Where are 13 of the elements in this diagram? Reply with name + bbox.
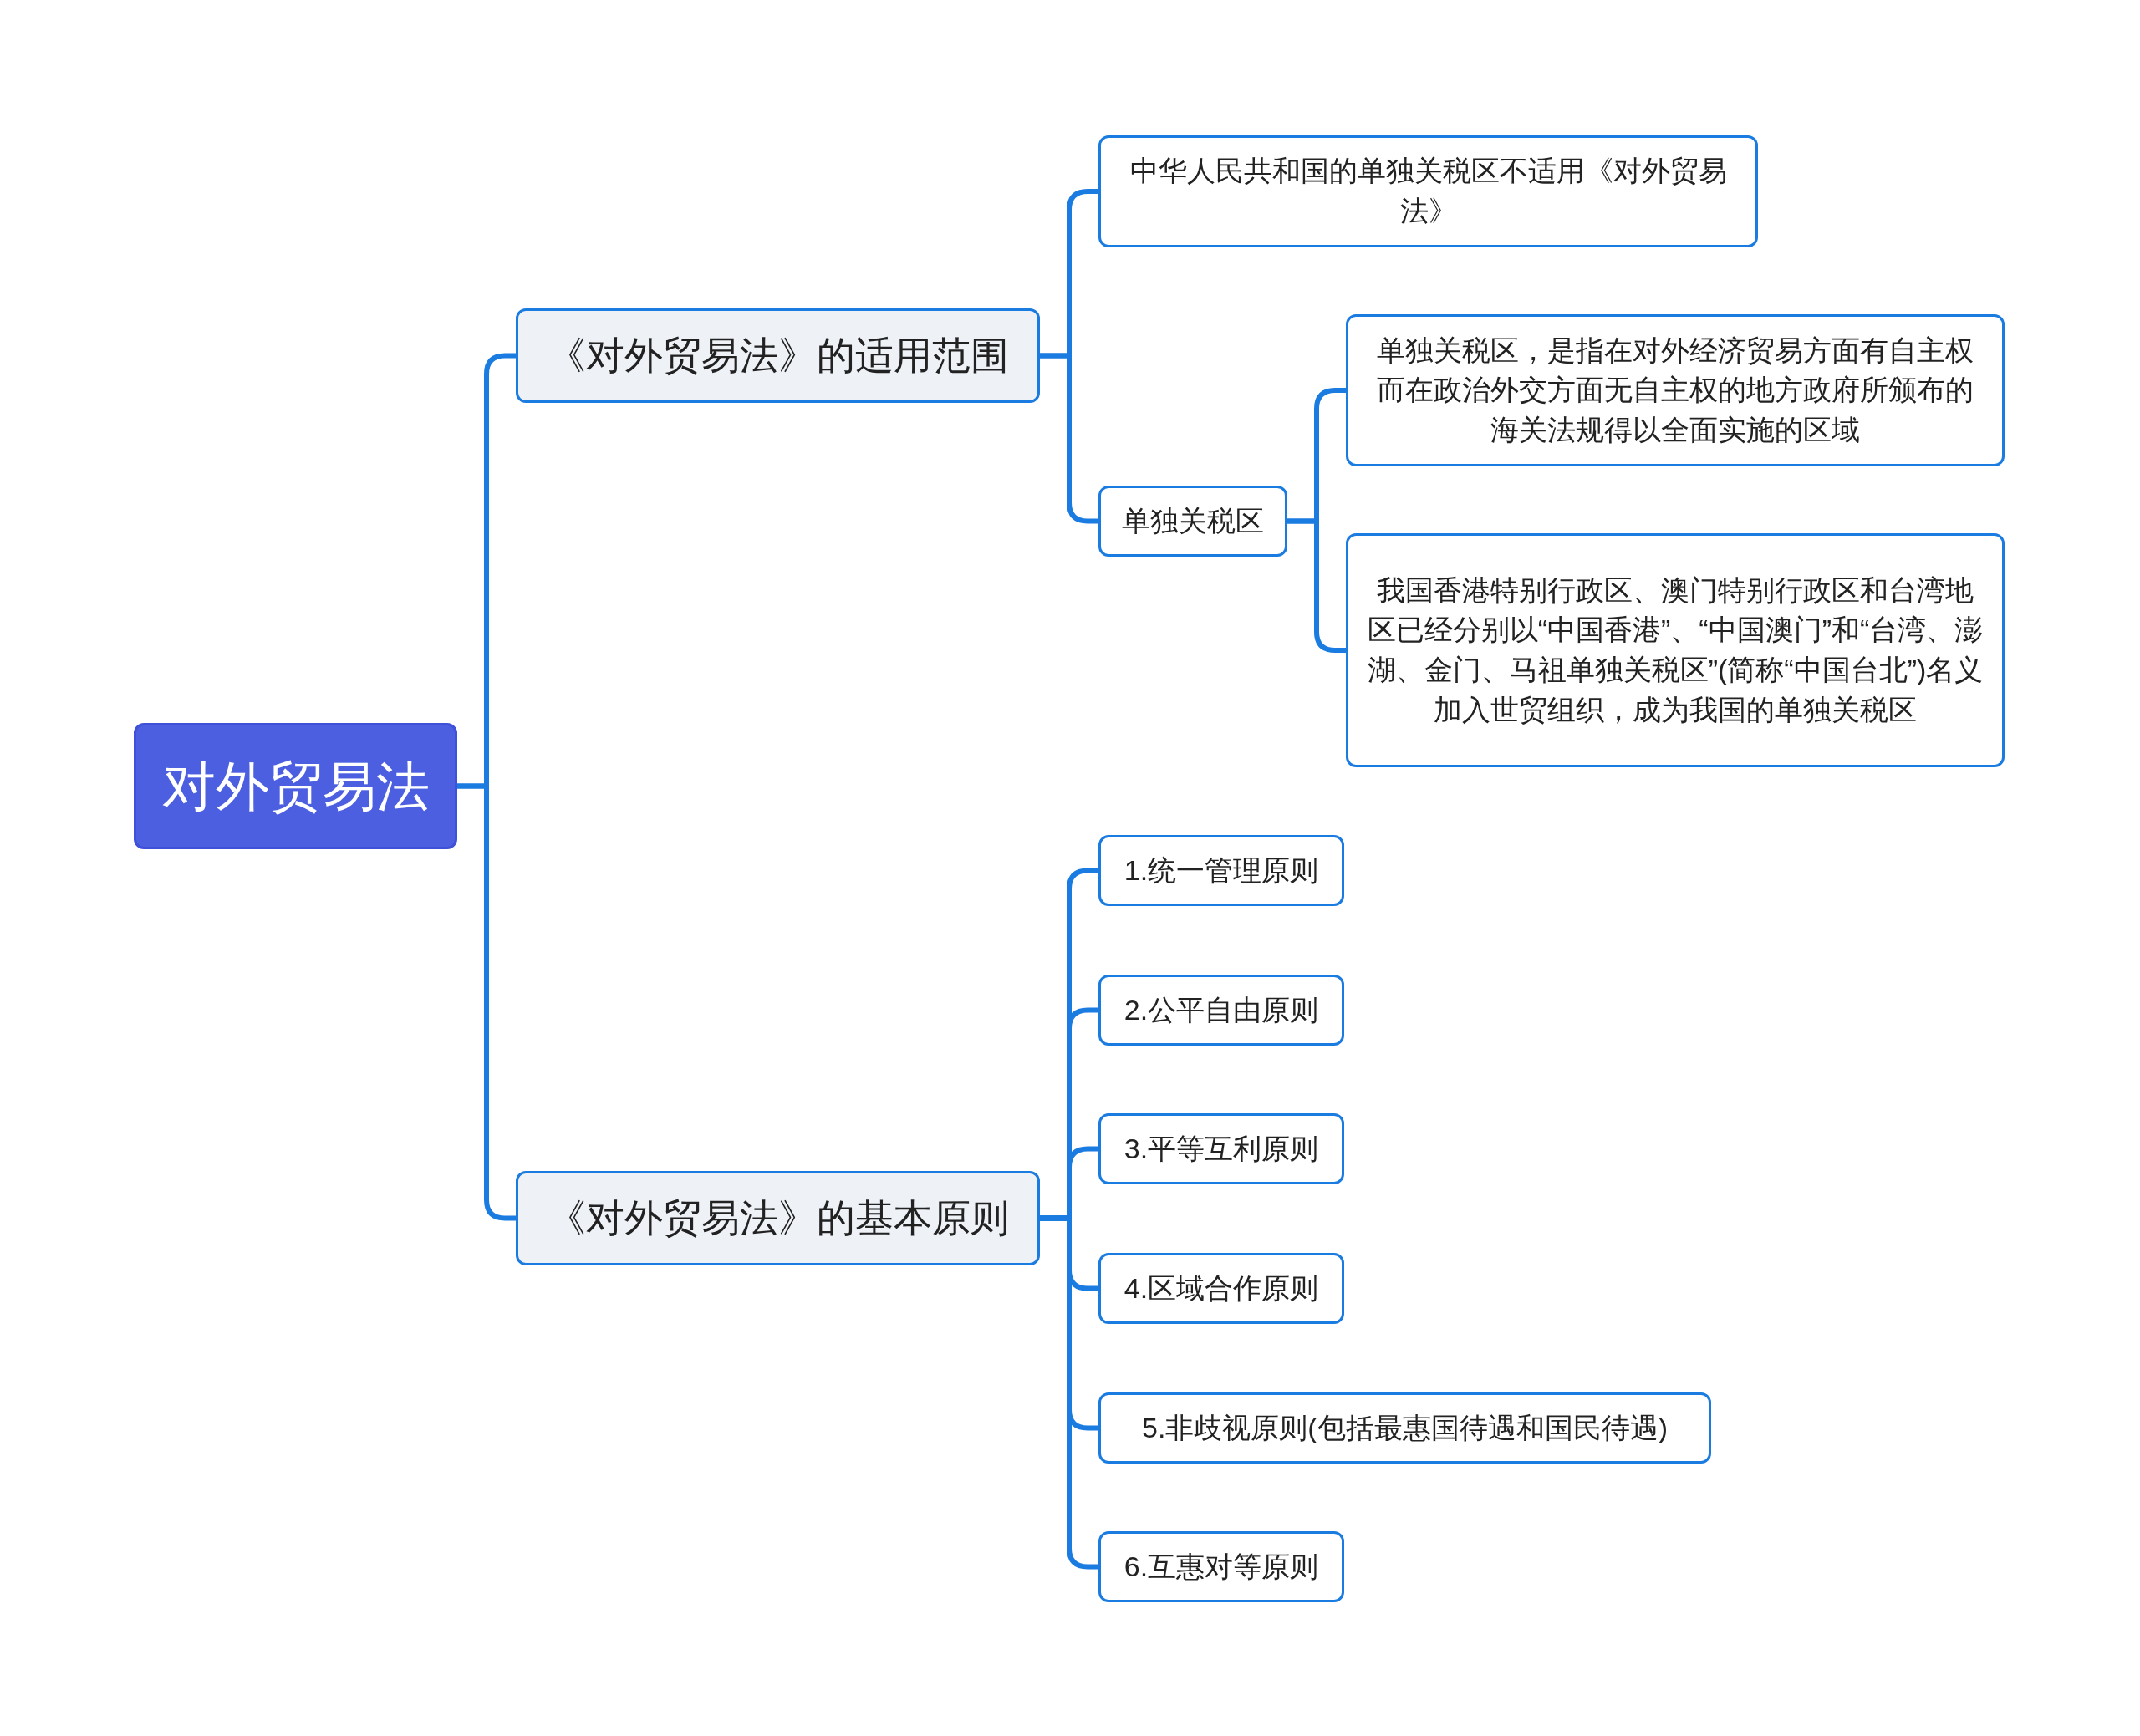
root-topic: 对外贸易法 — [134, 723, 457, 849]
subtopic: 2.公平自由原则 — [1098, 975, 1344, 1046]
main-topic: 《对外贸易法》的适用范围 — [516, 308, 1040, 403]
subtopic: 4.区域合作原则 — [1098, 1253, 1344, 1324]
subtopic: 中华人民共和国的单独关税区不适用《对外贸易法》 — [1098, 135, 1758, 247]
subtopic: 6.互惠对等原则 — [1098, 1531, 1344, 1602]
subtopic: 1.统一管理原则 — [1098, 835, 1344, 906]
subtopic: 单独关税区 — [1098, 486, 1287, 557]
subtopic: 5.非歧视原则(包括最惠国待遇和国民待遇) — [1098, 1392, 1711, 1464]
subtopic: 单独关税区，是指在对外经济贸易方面有自主权而在政治外交方面无自主权的地方政府所颁布的海关法规得以全面实施的区域 — [1346, 314, 2005, 466]
subtopic: 我国香港特别行政区、澳门特别行政区和台湾地区已经分别以“中国香港”、“中国澳门”和“台湾、澎湖、金门、马祖单独关税区”(简称“中国台北”)名义加入世贸组织，成为我国的单独关税区 — [1346, 533, 2005, 767]
subtopic: 3.平等互利原则 — [1098, 1113, 1344, 1184]
main-topic: 《对外贸易法》的基本原则 — [516, 1171, 1040, 1265]
